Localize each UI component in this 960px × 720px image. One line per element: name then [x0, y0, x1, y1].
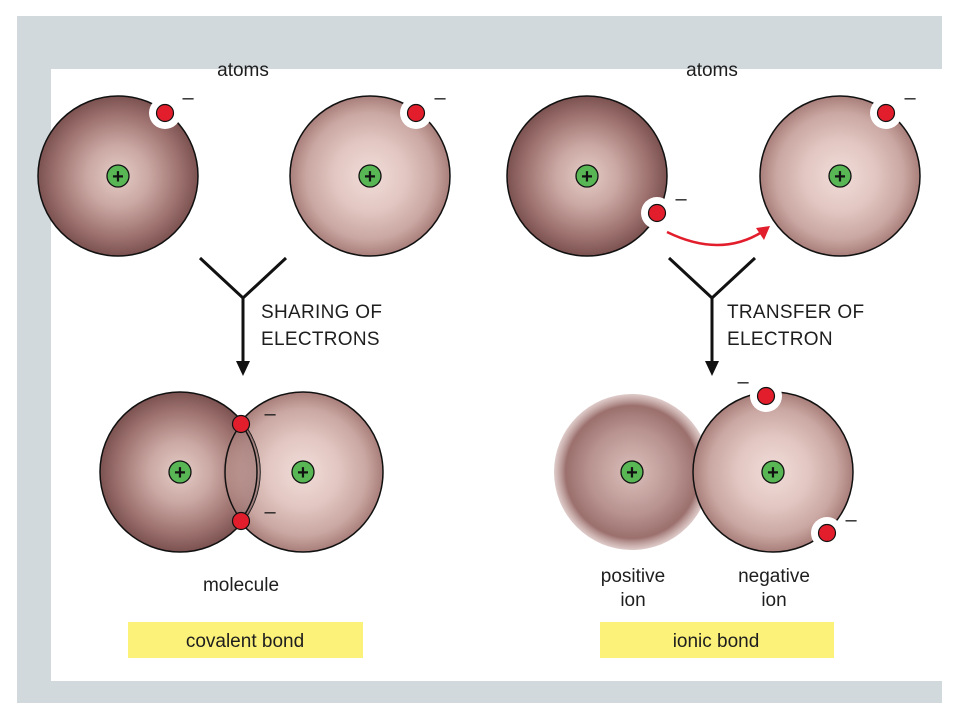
covalent-atom-left: – +	[37, 87, 199, 257]
electron	[647, 203, 667, 223]
electron	[406, 103, 426, 123]
ionic-atom-left: – +	[506, 95, 687, 257]
negative-ion-label-line2: ion	[761, 590, 786, 611]
nucleus-charge: +	[364, 166, 376, 188]
nucleus-charge: +	[626, 462, 638, 484]
nucleus	[575, 164, 599, 188]
electron-charge: –	[434, 87, 446, 109]
ionic-bond-box	[600, 622, 834, 658]
negative-ion: – – +	[692, 371, 857, 553]
nucleus	[291, 460, 315, 484]
electron-charge: –	[904, 87, 916, 109]
nucleus-charge: +	[112, 166, 124, 188]
covalent-atoms-label: atoms	[217, 60, 269, 81]
nucleus	[620, 460, 644, 484]
nucleus	[106, 164, 130, 188]
shared-electron-bottom	[231, 511, 251, 531]
nucleus-charge: +	[174, 462, 186, 484]
electron-charge: –	[264, 501, 276, 523]
transfer-label-line2: ELECTRON	[727, 329, 833, 350]
transfer-arrow	[667, 256, 757, 376]
electron-charge: –	[182, 87, 194, 109]
positive-ion: +	[554, 394, 710, 550]
nucleus-charge: +	[297, 462, 309, 484]
ionic-bond-label: ionic bond	[673, 631, 760, 652]
nucleus-charge: +	[834, 166, 846, 188]
nucleus	[761, 460, 785, 484]
nucleus	[828, 164, 852, 188]
nucleus-charge: +	[581, 166, 593, 188]
electron	[817, 523, 837, 543]
ionic-atoms-label: atoms	[686, 60, 738, 81]
sharing-label-line2: ELECTRONS	[261, 329, 380, 350]
negative-ion-label-line1: negative	[738, 566, 810, 587]
electron-charge: –	[264, 403, 276, 425]
molecule-label: molecule	[203, 575, 279, 596]
transfer-arrow-red	[666, 226, 770, 247]
electron-charge: –	[737, 371, 749, 393]
electron	[876, 103, 896, 123]
covalent-bond-label: covalent bond	[186, 631, 304, 652]
molecule: – – + +	[99, 391, 384, 553]
electron	[155, 103, 175, 123]
nucleus	[358, 164, 382, 188]
sharing-arrow	[198, 256, 288, 376]
nucleus	[168, 460, 192, 484]
covalent-bond-box	[128, 622, 363, 658]
shared-electron-top	[231, 414, 251, 434]
positive-ion-label-line2: ion	[620, 590, 645, 611]
covalent-atom-right: – +	[289, 87, 451, 257]
electron-charge: –	[845, 509, 857, 531]
transfer-label-line1: TRANSFER OF	[727, 302, 864, 323]
electron	[756, 386, 776, 406]
sharing-label-line1: SHARING OF	[261, 302, 382, 323]
electron-charge: –	[675, 188, 687, 210]
nucleus-charge: +	[767, 462, 779, 484]
positive-ion-label-line1: positive	[601, 566, 665, 587]
ionic-atom-right: – +	[759, 87, 921, 257]
